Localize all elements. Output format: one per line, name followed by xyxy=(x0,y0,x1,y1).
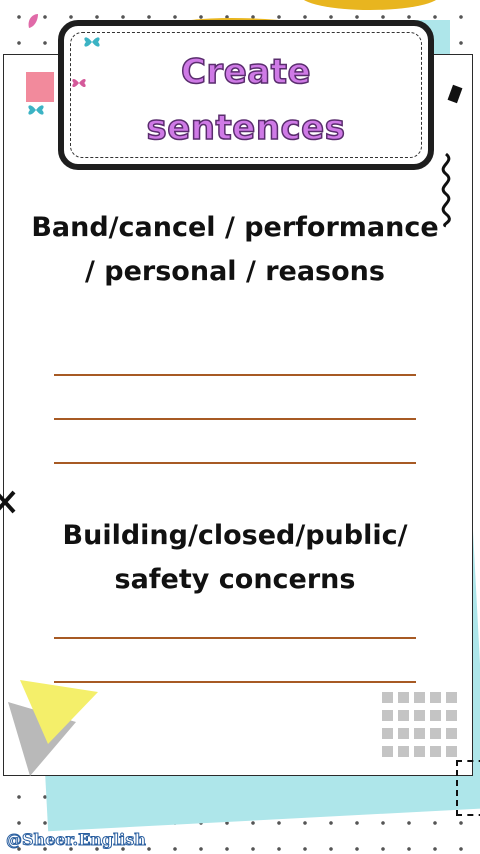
title-line-2: sentences xyxy=(146,107,346,149)
sentence-prompt-1: Band/cancel / performance / personal / r… xyxy=(31,212,439,287)
sentence-prompt-2: Building/closed/public/ safety concerns xyxy=(62,520,408,595)
title-line-1: Create xyxy=(180,51,312,93)
butterfly-icon xyxy=(28,105,44,115)
answer-line[interactable] xyxy=(54,418,416,420)
yellow-blob-top xyxy=(300,0,440,10)
answer-line[interactable] xyxy=(54,637,416,639)
triangle-icon xyxy=(20,680,98,744)
leaf-icon xyxy=(28,14,38,28)
answer-line[interactable] xyxy=(54,374,416,376)
title-banner-dashed-border xyxy=(70,32,422,158)
answer-line[interactable] xyxy=(54,681,416,683)
butterfly-icon xyxy=(72,78,86,88)
square-grid xyxy=(382,692,462,762)
answer-line[interactable] xyxy=(54,462,416,464)
worksheet-card xyxy=(3,54,473,776)
watermark: @Sheer.English xyxy=(6,830,147,850)
dashed-corner-frame xyxy=(456,760,480,816)
pink-square xyxy=(26,72,54,102)
squiggle-icon xyxy=(441,152,451,228)
x-mark-icon xyxy=(0,490,16,514)
butterfly-icon xyxy=(84,37,100,47)
title-banner: Create sentences xyxy=(58,20,434,170)
